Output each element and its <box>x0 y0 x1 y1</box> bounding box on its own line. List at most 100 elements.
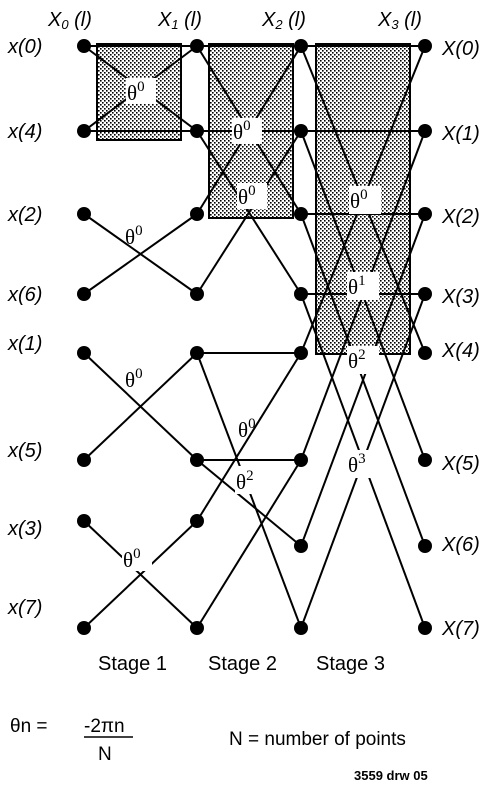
node <box>77 287 91 301</box>
stage-label: Stage 1 <box>98 653 167 675</box>
stage-label: Stage 2 <box>208 653 277 675</box>
svg-text:θ0: θ0 <box>238 416 256 442</box>
twiddle-label: θ2 <box>347 346 379 374</box>
output-label: X(3) <box>441 286 480 308</box>
header-x2: X2 (l) <box>261 9 306 32</box>
node <box>294 539 308 553</box>
twiddle-labels: θ0 θ0 θ0 θ0 θ0 θ0 θ0 θ2 θ0 θ1 θ2 θ3 <box>122 78 381 572</box>
svg-text:θ0: θ0 <box>233 118 251 144</box>
output-label: X(5) <box>441 453 480 475</box>
twiddle-label: θ0 <box>232 118 262 144</box>
node <box>294 287 308 301</box>
input-label: x(6) <box>7 284 42 306</box>
output-label: X(6) <box>441 534 480 556</box>
node <box>77 514 91 528</box>
output-label: X(0) <box>441 38 480 60</box>
svg-text:θ2: θ2 <box>236 468 254 494</box>
output-label: X(4) <box>441 340 480 362</box>
drawing-id: 3559 drw 05 <box>354 768 428 783</box>
wire <box>83 213 198 295</box>
node <box>294 453 308 467</box>
twiddle-label: θ0 <box>238 416 256 442</box>
node <box>418 621 432 635</box>
node <box>77 124 91 138</box>
node <box>77 346 91 360</box>
output-label: X(1) <box>441 123 480 145</box>
node <box>294 346 308 360</box>
node <box>294 39 308 53</box>
twiddle-label: θ0 <box>349 186 381 214</box>
node <box>418 346 432 360</box>
twiddle-label: θ0 <box>126 78 156 105</box>
input-label: x(1) <box>7 333 42 355</box>
butterfly-nodes <box>77 39 432 635</box>
formula-numerator: -2πn <box>84 716 125 737</box>
definition-text: N = number of points <box>229 729 406 750</box>
input-label: x(2) <box>7 204 42 226</box>
twiddle-label: θ0 <box>122 545 152 572</box>
wire <box>196 130 302 295</box>
wire <box>196 352 302 522</box>
svg-text:θ0: θ0 <box>125 366 143 392</box>
wire <box>196 459 302 547</box>
wire <box>300 213 426 547</box>
input-label: x(0) <box>7 36 42 58</box>
node <box>418 207 432 221</box>
twiddle-label: θ0 <box>125 366 143 392</box>
node <box>190 287 204 301</box>
svg-text:θ1: θ1 <box>348 273 366 299</box>
input-labels: x(0) x(4) x(2) x(6) x(1) x(5) x(3) x(7) <box>7 36 42 619</box>
twiddle-label: θ2 <box>235 466 267 494</box>
node <box>294 621 308 635</box>
node <box>77 621 91 635</box>
node <box>418 539 432 553</box>
node <box>418 39 432 53</box>
svg-text:θ0: θ0 <box>127 79 145 105</box>
twiddle-label: θ0 <box>237 183 267 209</box>
node <box>418 124 432 138</box>
svg-text:θ2: θ2 <box>348 347 366 373</box>
node <box>418 453 432 467</box>
output-label: X(2) <box>441 206 480 228</box>
twiddle-label: θ0 <box>125 223 143 249</box>
wire <box>83 520 198 629</box>
formula-lhs: θn = <box>10 716 48 737</box>
stage-label: Stage 3 <box>316 653 385 675</box>
node <box>77 453 91 467</box>
node <box>190 207 204 221</box>
wire <box>196 459 302 629</box>
header-x3: X3 (l) <box>377 9 422 32</box>
input-label: x(5) <box>7 440 42 462</box>
node <box>294 207 308 221</box>
input-label: x(4) <box>7 121 42 143</box>
header-x1: X1 (l) <box>157 9 202 32</box>
svg-text:θ0: θ0 <box>123 546 141 572</box>
svg-text:θ0: θ0 <box>125 223 143 249</box>
input-label: x(3) <box>7 518 42 540</box>
node <box>77 207 91 221</box>
stage-labels: Stage 1 Stage 2 Stage 3 <box>98 653 385 675</box>
svg-text:θ0: θ0 <box>238 183 256 209</box>
node <box>190 514 204 528</box>
header-x0: X0 (l) <box>47 9 92 32</box>
node <box>190 124 204 138</box>
output-labels: X(0) X(1) X(2) X(3) X(4) X(5) X(6) X(7) <box>441 38 480 640</box>
node <box>418 287 432 301</box>
svg-text:θ0: θ0 <box>350 187 368 213</box>
svg-text:θ3: θ3 <box>348 451 366 477</box>
twiddle-label: θ1 <box>347 272 379 300</box>
twiddle-formula: θn = -2πn N <box>10 716 133 765</box>
node <box>77 39 91 53</box>
input-label: x(7) <box>7 597 42 619</box>
column-headers: X0 (l) X1 (l) X2 (l) X3 (l) <box>47 9 422 32</box>
node <box>190 39 204 53</box>
output-label: X(7) <box>441 618 480 640</box>
node <box>190 453 204 467</box>
node <box>294 124 308 138</box>
wire <box>83 352 198 461</box>
node <box>190 621 204 635</box>
formula-denominator: N <box>98 744 112 765</box>
node <box>190 346 204 360</box>
twiddle-label: θ3 <box>347 450 379 478</box>
